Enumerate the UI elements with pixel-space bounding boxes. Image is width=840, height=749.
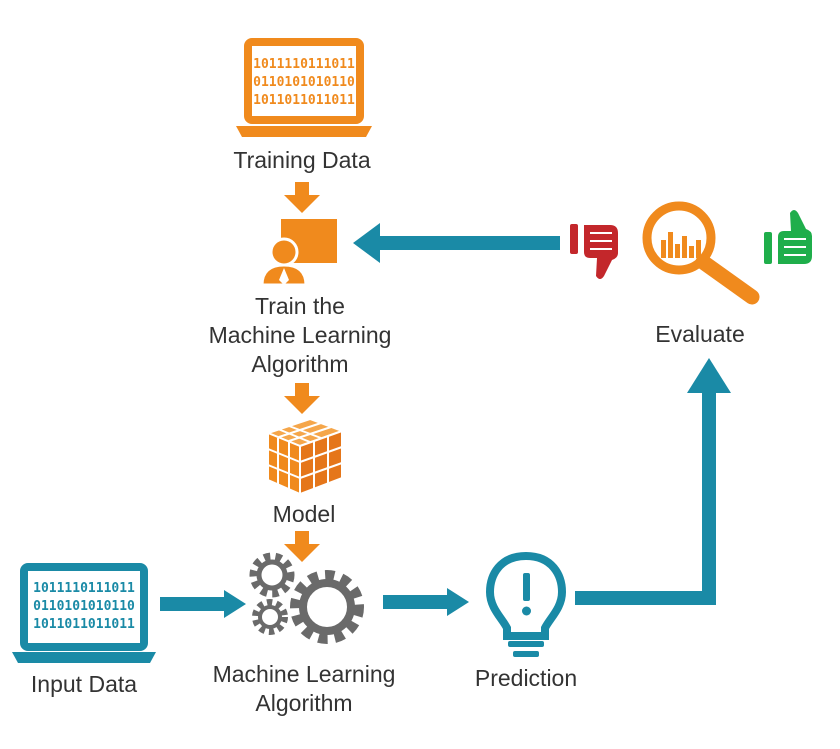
training-binary-line-3: 1011011011011 xyxy=(253,93,355,108)
ml-algorithm-label-line-1: Machine Learning xyxy=(212,661,396,687)
cube-icon xyxy=(265,417,345,496)
lightbulb-icon xyxy=(485,551,567,657)
small-gear-top-icon xyxy=(249,552,295,598)
small-gear-bottom-icon xyxy=(252,599,288,635)
thumbs-down-icon xyxy=(570,224,618,279)
training-data-laptop-icon: 1011110111011 0110101010110 101101101101… xyxy=(236,38,372,137)
training-binary-line-1: 1011110111011 xyxy=(253,57,355,72)
arrow-prediction-to-evaluate xyxy=(575,358,731,605)
magnifier-chart-icon xyxy=(642,201,760,305)
evaluate-label: Evaluate xyxy=(655,321,745,347)
prediction-label: Prediction xyxy=(474,665,578,691)
input-data-laptop-icon: 1011110111011 0110101010110 101101101101… xyxy=(12,563,156,663)
ml-algorithm-label-line-2: Algorithm xyxy=(255,690,353,716)
arrow-algorithm-to-prediction xyxy=(383,588,469,616)
train-label-line-2: Machine Learning xyxy=(208,322,392,348)
train-label-line-1: Train the xyxy=(255,293,345,319)
training-binary-line-2: 0110101010110 xyxy=(253,75,355,90)
input-binary-line-1: 1011110111011 xyxy=(33,581,135,596)
training-data-label: Training Data xyxy=(233,147,371,173)
model-label: Model xyxy=(272,501,336,527)
input-binary-line-3: 1011011011011 xyxy=(33,617,135,632)
arrow-train-to-model xyxy=(284,383,320,414)
large-gear-icon xyxy=(290,570,364,644)
arrow-model-to-algorithm xyxy=(284,531,320,562)
gears-icon xyxy=(249,552,364,644)
train-label-line-3: Algorithm xyxy=(251,351,349,377)
input-data-label: Input Data xyxy=(30,671,138,697)
person-presentation-icon xyxy=(260,217,339,287)
input-binary-line-2: 0110101010110 xyxy=(33,599,135,614)
arrow-input-to-algorithm xyxy=(160,590,246,618)
arrow-training-to-train xyxy=(284,182,320,213)
arrow-evaluate-to-train xyxy=(353,223,560,263)
thumbs-up-icon xyxy=(764,210,812,264)
